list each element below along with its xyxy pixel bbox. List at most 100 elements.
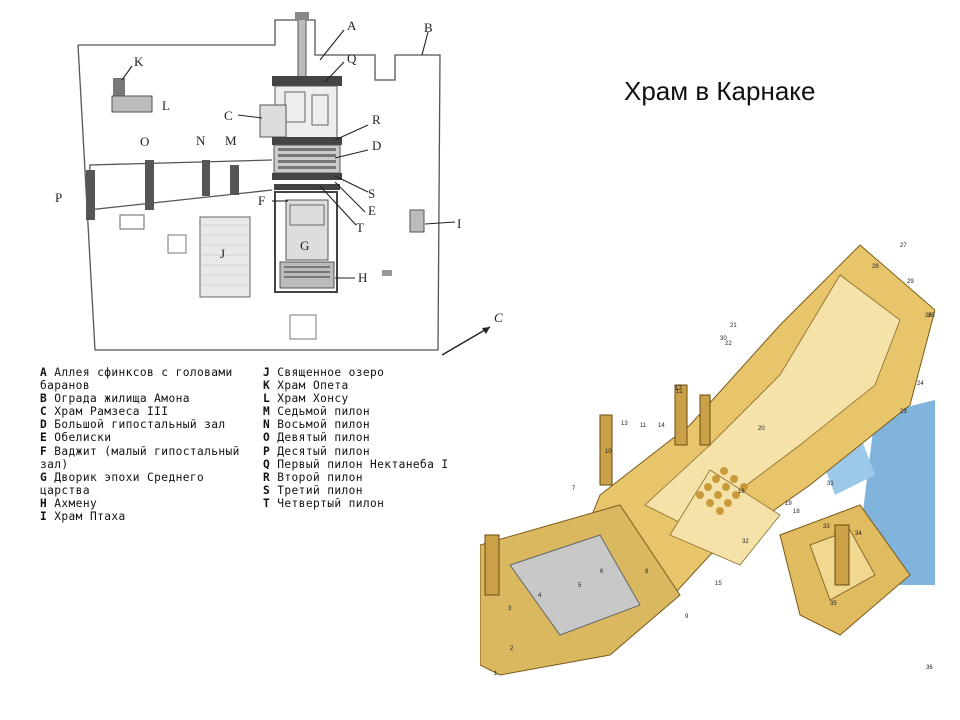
legend-key: D (40, 418, 48, 432)
legend-key: A (40, 366, 48, 379)
aerial-number-17: 17 (675, 386, 682, 392)
legend-text: Храм Хонсу (270, 392, 349, 406)
plan-label-r: R (372, 112, 381, 127)
aerial-number-14: 14 (658, 423, 665, 429)
legend-item-m: M Седьмой пилон (263, 405, 463, 418)
temple-plan-diagram: A B K Q L C R D O N M P S F E T I J G H … (55, 12, 503, 356)
aerial-number-25: 25 (928, 313, 935, 319)
aerial-number-27: 27 (900, 243, 907, 249)
aerial-number-19: 19 (785, 501, 792, 507)
legend-text: Десятый пилон (270, 444, 371, 458)
aerial-number-8: 8 (645, 569, 649, 575)
plan-label-g: G (300, 238, 309, 253)
legend-text: Ахмену (47, 496, 98, 510)
legend-text: Храм Рамзеса III (47, 405, 169, 419)
legend-item-e: E Обелиски (40, 431, 255, 444)
aerial-number-26: 26 (925, 313, 932, 319)
slide-title: Храм в Карнаке (624, 76, 816, 106)
plan-label-a: A (347, 18, 357, 33)
legend-text: Храм Опета (270, 379, 349, 393)
plan-label-p: P (55, 190, 62, 205)
aerial-number-20: 20 (758, 426, 765, 432)
plan-label-j: J (220, 246, 225, 261)
legend-text: Первый пилон Нектанеба I (270, 457, 449, 471)
legend-item-o: O Девятый пилон (263, 431, 463, 444)
legend-key: F (40, 444, 48, 458)
legend-item-t: T Четвертый пилон (263, 497, 463, 510)
legend-item-b: B Ограда жилища Амона (40, 392, 255, 405)
legend-item-l: L Храм Хонсу (263, 392, 463, 405)
legend-text: Ваджит (малый гипостальный зал) (40, 444, 247, 471)
aerial-number-32: 32 (742, 539, 749, 545)
aerial-number-35: 35 (830, 601, 837, 607)
legend-item-f: F Ваджит (малый гипостальный зал) (40, 445, 255, 471)
legend-key: J (263, 366, 271, 379)
legend-text: Второй пилон (270, 470, 363, 484)
legend-key: C (40, 405, 48, 419)
legend-key: N (263, 418, 271, 432)
plan-label-n: N (196, 133, 206, 148)
plan-label-l: L (162, 98, 170, 113)
legend-key: Q (263, 457, 271, 471)
compass-label: C (494, 310, 503, 325)
legend-text: Четвертый пилон (270, 496, 385, 510)
legend-key: H (40, 496, 48, 510)
legend-text: Восьмой пилон (270, 418, 371, 432)
legend-key: M (263, 405, 271, 419)
aerial-number-33: 33 (823, 524, 830, 530)
aerial-number-10: 10 (605, 449, 612, 455)
legend-key: I (40, 510, 48, 524)
plan-label-t: T (356, 220, 364, 235)
legend-item-p: P Десятый пилон (263, 445, 463, 458)
plan-label-e: E (368, 203, 376, 218)
legend-item-c: C Храм Рамзеса III (40, 405, 255, 418)
legend-item-h: H Ахмену (40, 497, 255, 510)
plan-label-d: D (372, 138, 381, 153)
legend-item-g: G Дворик эпохи Среднего царства (40, 471, 255, 497)
aerial-number-28: 28 (872, 264, 879, 270)
aerial-number-16: 16 (738, 489, 745, 495)
plan-label-k: K (134, 54, 144, 69)
legend-item-j: J Священное озеро (263, 366, 463, 379)
legend-item-q: Q Первый пилон Нектанеба I (263, 458, 463, 471)
aerial-number-21: 21 (730, 323, 737, 329)
aerial-number-30: 30 (720, 336, 727, 342)
legend-text: Ограда жилища Амона (47, 392, 190, 406)
legend-text: Большой гипостальный зал (47, 418, 226, 432)
legend-text: Обелиски (47, 431, 112, 445)
legend-key: R (263, 470, 271, 484)
legend-key: L (263, 392, 271, 406)
legend-text: Третий пилон (270, 483, 363, 497)
plan-label-q: Q (347, 51, 357, 66)
aerial-number-34: 34 (855, 531, 862, 537)
aerial-number-23: 23 (900, 409, 907, 415)
aerial-number-5: 5 (578, 583, 582, 589)
aerial-number-2: 2 (510, 646, 514, 652)
plan-label-o: O (140, 134, 149, 149)
legend-key: E (40, 431, 48, 445)
aerial-number-13: 13 (621, 421, 628, 427)
legend-key: T (263, 496, 271, 510)
aerial-number-6: 6 (600, 569, 604, 575)
aerial-number-12: 12 (676, 389, 683, 395)
plan-label-c: C (224, 108, 233, 123)
legend-key: O (263, 431, 271, 445)
aerial-number-3: 3 (508, 606, 512, 612)
aerial-number-24: 24 (917, 381, 924, 387)
legend-item-a: A Аллея сфинксов с головами баранов (40, 366, 255, 392)
aerial-number-1: 1 (494, 671, 498, 677)
legend-item-d: D Большой гипостальный зал (40, 418, 255, 431)
legend-key: S (263, 483, 271, 497)
legend-text: Храм Птаха (47, 510, 126, 524)
legend-item-r: R Второй пилон (263, 471, 463, 484)
legend-text: Священное озеро (270, 366, 385, 379)
aerial-number-15: 15 (715, 581, 722, 587)
aerial-number-36: 36 (926, 665, 933, 671)
aerial-number-29: 29 (907, 279, 914, 285)
plan-label-h: H (358, 270, 367, 285)
legend-item-s: S Третий пилон (263, 484, 463, 497)
